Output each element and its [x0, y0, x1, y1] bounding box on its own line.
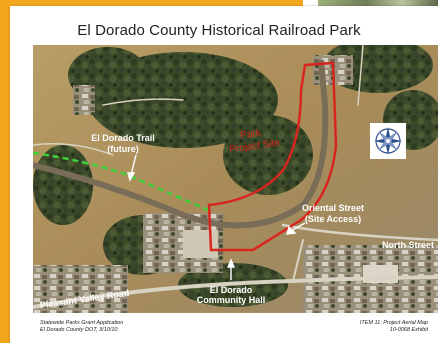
oriental-arrow-icon [286, 222, 306, 235]
community-label-line2: Community Hall [197, 295, 266, 305]
footer-right-line2: 10-0068 Exhibit [389, 326, 428, 333]
project-site-boundary [207, 61, 338, 252]
rail-corridor [33, 59, 329, 229]
trail-label-line2: (future) [107, 144, 139, 154]
footer-right-line1: ITEM 11: Project Aerial Map [359, 320, 428, 326]
aerial-map: Park Project Site El Dorado Trail (futur… [33, 45, 438, 313]
trail-arrow-icon [127, 154, 137, 182]
trail-label-line1: El Dorado Trail [91, 133, 155, 143]
slide-title: El Dorado County Historical Railroad Par… [77, 22, 361, 39]
aerial-map-svg: Park Project Site El Dorado Trail (futur… [33, 45, 438, 313]
park-label-line1: Park [240, 128, 263, 142]
footer-left-line2: El Dorado County DOT, 3/10/10 [40, 326, 118, 333]
compass-rose-icon [370, 123, 406, 159]
community-arrow-icon [226, 258, 236, 280]
footer-left-line1: Statewide Parks Grant Application [40, 320, 124, 326]
orange-accent-top [15, 0, 303, 6]
north-street-label: North Street [382, 240, 434, 250]
el-dorado-trail-line [33, 151, 209, 212]
oriental-label-line2: (Site Access) [305, 214, 361, 224]
community-label-line1: El Dorado [210, 285, 253, 295]
roads [33, 45, 438, 309]
footer-right: ITEM 11: Project Aerial Map 10-0068 Exhi… [360, 320, 428, 333]
oriental-label-line1: Oriental Street [302, 203, 364, 213]
footer-left: Statewide Parks Grant Application El Dor… [40, 320, 123, 333]
